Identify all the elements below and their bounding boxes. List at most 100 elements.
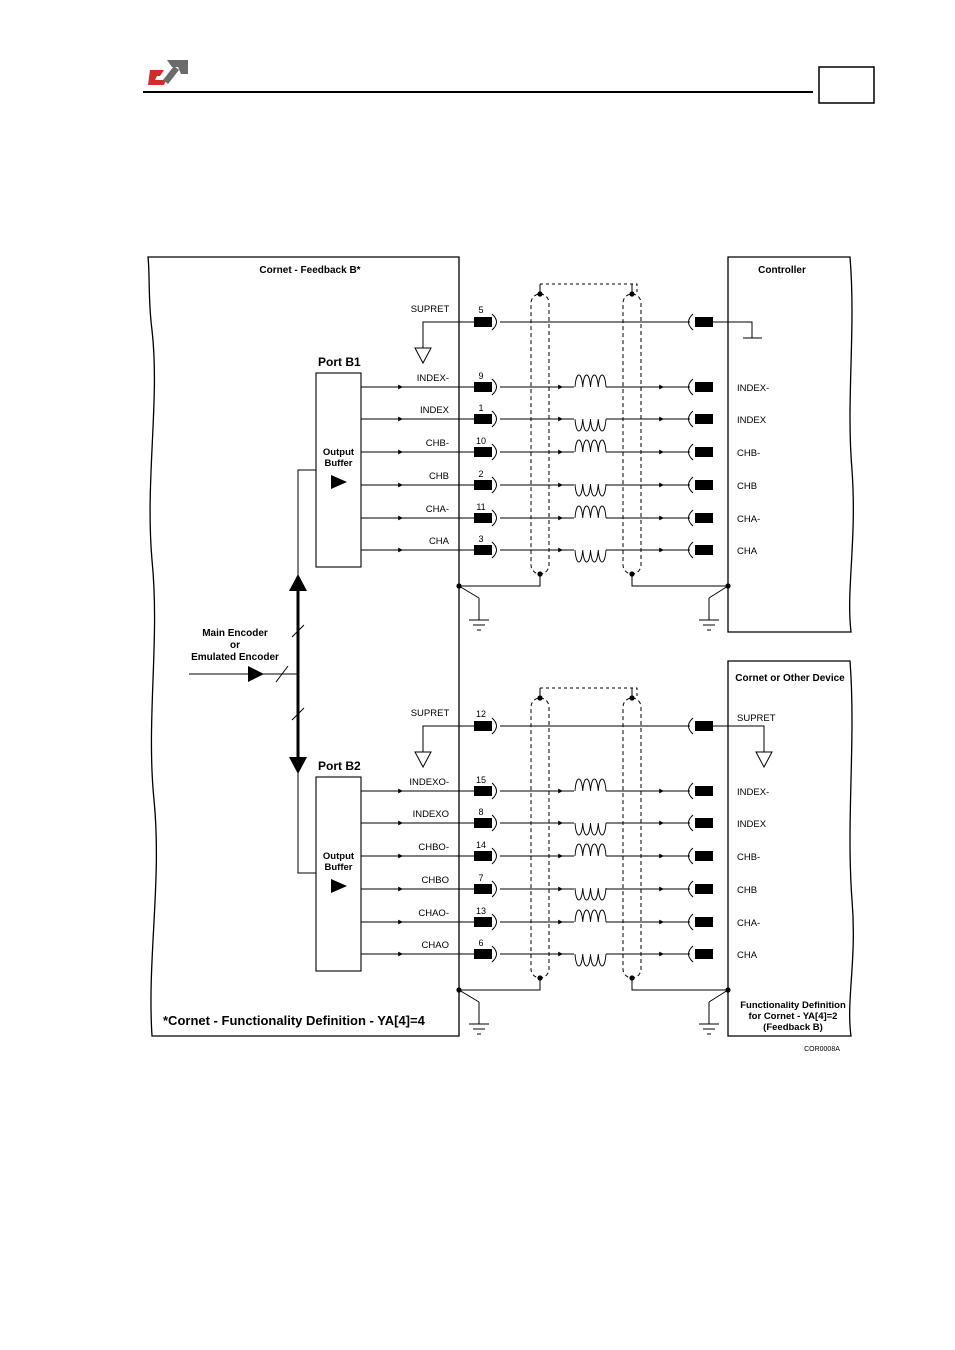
port-b2-group-remote-signal-name: CHA xyxy=(737,950,758,961)
port-b1-group-pin-number: 1 xyxy=(478,403,483,413)
port-b2-group-signal-name: CHBO- xyxy=(418,842,449,853)
footnote: *Cornet - Functionality Definition - YA[… xyxy=(163,1013,426,1028)
controller-title: Controller xyxy=(758,265,806,276)
port-b2-group-remote-signal-name: INDEX xyxy=(737,819,767,830)
encoder-input-arrow xyxy=(248,666,264,682)
port-b2-group-title: Port B2 xyxy=(318,759,361,773)
port-b1-group-signal-name: CHB xyxy=(429,471,449,482)
port-b1-group-signal-name: INDEX xyxy=(420,405,450,416)
port-b2-group-pin-number: 7 xyxy=(478,873,483,883)
other-device-note-line2: for Cornet - YA[4]=2 xyxy=(749,1011,838,1022)
port-b1-group-remote-signal-name: CHB xyxy=(737,481,757,492)
other-device-note-line1: Functionality Definition xyxy=(740,1000,846,1011)
port-b2-group-cable-shield xyxy=(530,697,550,979)
port-b1-group-pin-connector-right xyxy=(688,378,713,396)
port-b1-group-remote-signal-name: INDEX- xyxy=(737,383,769,394)
port-b2-group-signal-name: CHBO xyxy=(422,875,449,886)
port-b2-group-buffer-label-2: Buffer xyxy=(325,862,353,873)
port-b2-group-pin-number: 13 xyxy=(476,906,486,916)
port-b2-group-supret-connector-right xyxy=(688,717,713,735)
port-b1-group-supret-connector xyxy=(474,313,497,331)
port-b2-group-pin-connector xyxy=(474,880,497,898)
port-b2-group-pin-number: 8 xyxy=(478,807,483,817)
port-b2-group-remote-signal-name: CHA- xyxy=(737,918,760,929)
port-b2-group-pin-number: 15 xyxy=(476,775,486,785)
port-b2-group-output-buffer xyxy=(315,776,362,972)
port-b2-group-remote-signal-name: INDEX- xyxy=(737,787,769,798)
port-b1-group-pin-connector xyxy=(474,541,497,559)
port-b1-group-buffer-label-1: Output xyxy=(323,447,355,458)
port-b2-group-right-supret-icon xyxy=(755,740,773,769)
port-b2-group-supret-ground-icon xyxy=(414,740,432,769)
port-b2-group-pin-connector-right xyxy=(688,945,713,963)
port-b1-group-pin-number: 10 xyxy=(476,436,486,446)
port-b1-group-cable-shield xyxy=(622,293,642,575)
port-b2-group-buffer-triangle xyxy=(331,879,347,893)
encoder-label-line1: Main Encoder xyxy=(202,628,268,639)
page-number-box xyxy=(818,66,875,104)
port-b1-group-remote-signal-name: INDEX xyxy=(737,415,767,426)
port-b1-group-pin-connector-right xyxy=(688,509,713,527)
port-b1-group-buffer-triangle xyxy=(331,475,347,489)
port-b2-group-pin-connector-right xyxy=(688,880,713,898)
port-b2-group-pin-number: 6 xyxy=(478,938,483,948)
port-b2-group-pin-connector-right xyxy=(688,782,713,800)
port-b2-group-pin-connector xyxy=(474,913,497,931)
encoder-label-line2: or xyxy=(230,640,240,651)
port-b1-group-left-chassis-ground-icon xyxy=(469,598,489,631)
port-b2-group-pin-connector-right xyxy=(688,847,713,865)
port-b2-group-right-supret-label: SUPRET xyxy=(737,713,776,724)
other-device-box xyxy=(727,660,854,1037)
page-header xyxy=(0,0,955,110)
port-b2-group-remote-signal-name: CHB- xyxy=(737,852,760,863)
port-b2-group-remote-signal-name: CHB xyxy=(737,885,757,896)
header-graphics xyxy=(143,60,875,104)
figure-code: COR0008A xyxy=(804,1046,840,1053)
port-b1-group-pin-connector xyxy=(474,410,497,428)
elmo-logo xyxy=(148,60,188,85)
left-box-title: Cornet - Feedback B* xyxy=(259,265,360,276)
port-b2-group-supret-label: SUPRET xyxy=(411,708,450,719)
port-b2-group-buffer-label-1: Output xyxy=(323,851,355,862)
port-b1-group-pin-connector-right xyxy=(688,541,713,559)
port-b1-group-pin-number: 11 xyxy=(476,502,485,512)
port-b2-group-pin-connector xyxy=(474,945,497,963)
port-b1-group-signal-name: CHB- xyxy=(426,438,449,449)
port-b1-group-signal-name: INDEX- xyxy=(417,373,449,384)
port-b1-group-signal-name: CHA- xyxy=(426,504,449,515)
port-b1-group-supret-connector-right xyxy=(688,313,713,331)
port-b1-group-supret-label: SUPRET xyxy=(411,304,450,315)
port-b1-group-pin-connector xyxy=(474,476,497,494)
port-b1-group-pin-connector-right xyxy=(688,476,713,494)
encoder-label-line3: Emulated Encoder xyxy=(191,652,279,663)
port-b1-group-remote-signal-name: CHA- xyxy=(737,514,760,525)
port-b1-group-cable-shield xyxy=(530,293,550,575)
port-b1-group-buffer-label-2: Buffer xyxy=(325,458,353,469)
port-b2-group-pin-connector-right xyxy=(688,814,713,832)
port-b1-group-pin-connector-right xyxy=(688,410,713,428)
port-b2-group-signal-name: CHAO xyxy=(422,940,449,951)
port-b2-group-pin-number: 14 xyxy=(476,840,486,850)
port-b2-group-supret-connector xyxy=(474,717,497,735)
port-b1-group-output-buffer xyxy=(315,372,362,568)
port-b1-group-pin-connector xyxy=(474,509,497,527)
port-b1-group-right-chassis-ground-icon xyxy=(699,598,719,631)
encoder-bus: Main Encoder or Emulated Encoder xyxy=(189,469,316,874)
port-b1-group-pin-connector-right xyxy=(688,443,713,461)
port-b1-group-pin-number: 9 xyxy=(478,371,483,381)
port-b2-group-signal-name: INDEXO xyxy=(413,809,449,820)
left-device-box xyxy=(147,256,460,1037)
port-b2-group-pin-connector xyxy=(474,847,497,865)
